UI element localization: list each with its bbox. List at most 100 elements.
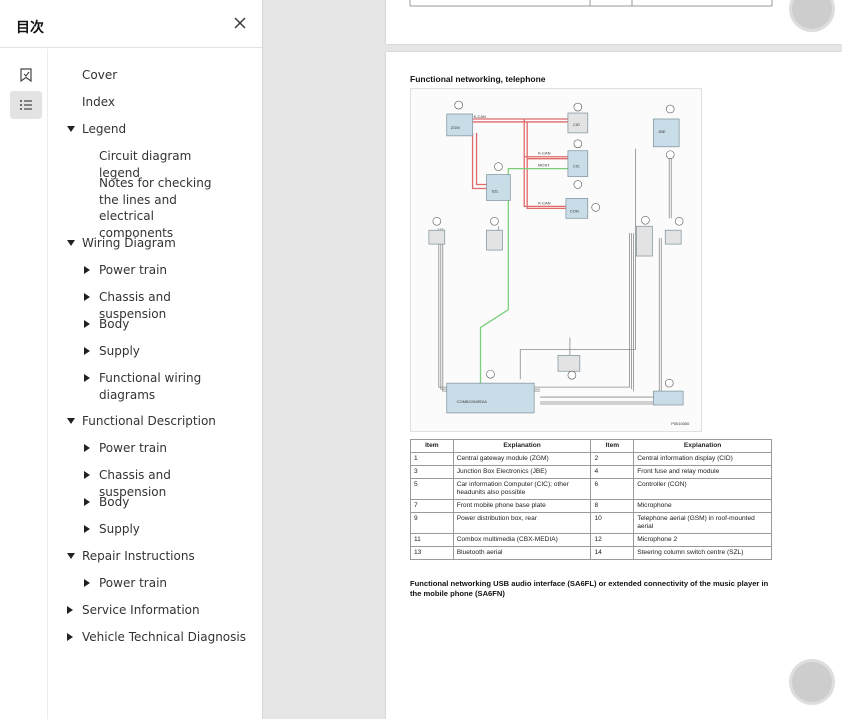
caret-down-icon[interactable] <box>67 240 75 246</box>
current-page: Functional networking, telephone <box>386 52 842 719</box>
toc-item[interactable]: Chassis and suspension <box>99 468 171 499</box>
toc-item[interactable]: Body <box>99 495 130 509</box>
toc-item[interactable]: Power train <box>99 263 168 277</box>
power-lines <box>438 148 672 405</box>
caret-right-icon[interactable] <box>84 347 90 355</box>
toc-item[interactable]: Cover <box>82 68 118 82</box>
toc-item[interactable]: Legend <box>82 122 127 136</box>
item-explanation-cell: Junction Box Electronics (JBE) <box>452 465 592 479</box>
bookmark-tab[interactable] <box>10 61 42 89</box>
modules <box>428 112 684 414</box>
bookmark-icon <box>20 68 32 83</box>
item-number-cell: 3 <box>410 465 454 479</box>
toc-item[interactable]: Functional wiring diagrams <box>99 371 202 402</box>
close-icon[interactable] <box>232 15 248 31</box>
item-explanation-cell: Microphone 2 <box>633 533 772 547</box>
item-number-cell: 8 <box>590 499 635 513</box>
item-explanation-cell: Combox multimedia (CBX-MEDIA) <box>452 533 592 547</box>
diagram-ref: P0010000 <box>671 421 690 426</box>
sidebar-rail <box>0 49 48 719</box>
header-explanation-2: Explanation <box>633 439 772 453</box>
toc-item[interactable]: Functional Description <box>82 414 216 428</box>
toc-item[interactable]: Service Information <box>82 603 200 617</box>
previous-table-bottom <box>409 0 773 7</box>
k-can-label-2: K-CAN <box>538 151 550 156</box>
list-icon <box>20 100 32 110</box>
zgm-label: ZGM <box>451 125 460 130</box>
toc-item[interactable]: Index <box>82 95 116 109</box>
caret-right-icon[interactable] <box>84 579 90 587</box>
header-item-2: Item <box>590 439 635 453</box>
jbe-label: JBE <box>658 129 666 134</box>
toc-item[interactable]: Vehicle Technical Diagnosis <box>82 630 246 644</box>
caret-right-icon[interactable] <box>84 266 90 274</box>
k-can-label: K-CAN <box>474 114 486 119</box>
item-number-cell: 1 <box>410 452 454 466</box>
item-explanation-cell: Central information display (CID) <box>633 452 772 466</box>
toc-item[interactable]: Power train <box>99 576 168 590</box>
header-explanation-1: Explanation <box>452 439 592 453</box>
item-number-cell: 6 <box>590 478 635 500</box>
item-explanation-cell: Microphone <box>633 499 772 513</box>
combox-label: COMBOXMEDIA <box>457 399 488 404</box>
toc-item[interactable]: Repair Instructions <box>82 549 195 563</box>
caret-right-icon[interactable] <box>84 471 90 479</box>
toc-item[interactable]: Wiring Diagram <box>82 236 176 250</box>
header-item-1: Item <box>410 439 454 453</box>
caret-down-icon[interactable] <box>67 126 75 132</box>
caret-down-icon[interactable] <box>67 418 75 424</box>
item-explanation-cell: Front fuse and relay module <box>633 465 772 479</box>
caret-right-icon[interactable] <box>84 444 90 452</box>
caret-right-icon[interactable] <box>84 498 90 506</box>
toc-item[interactable]: Supply <box>99 522 140 536</box>
item-explanation-cell: Car information Computer (CIC); other he… <box>452 478 592 500</box>
toc-item[interactable]: Supply <box>99 344 140 358</box>
toc-tab[interactable] <box>10 91 42 119</box>
item-number-cell: 7 <box>410 499 454 513</box>
toc-item[interactable]: Power train <box>99 441 168 455</box>
item-explanation-cell: Bluetooth aerial <box>452 546 592 560</box>
item-explanation-cell: Front mobile phone base plate <box>452 499 592 513</box>
cic-label: CIC <box>573 164 580 169</box>
caret-right-icon[interactable] <box>84 320 90 328</box>
toc-item[interactable]: Notes for checking the lines and electri… <box>99 176 212 240</box>
caret-right-icon[interactable] <box>67 606 73 614</box>
toc-item[interactable]: Body <box>99 317 130 331</box>
item-explanation-cell: Telephone aerial (GSM) in roof-mounted a… <box>633 512 772 534</box>
caret-right-icon[interactable] <box>84 293 90 301</box>
cid-label: CID <box>573 122 580 127</box>
most-label: MOST <box>538 163 550 168</box>
caret-right-icon[interactable] <box>84 374 90 382</box>
item-explanation-cell: Power distribution box, rear <box>452 512 592 534</box>
floating-action-button-bottom[interactable] <box>789 659 835 705</box>
sidebar-title: 目次 <box>16 20 44 36</box>
toc-item[interactable]: Chassis and suspension <box>99 290 171 321</box>
item-explanation-cell: Controller (CON) <box>633 478 772 500</box>
most-wire <box>479 167 575 388</box>
caret-right-icon[interactable] <box>84 525 90 533</box>
item-number-cell: 2 <box>590 452 635 466</box>
document-viewer[interactable]: Functional networking, telephone <box>264 0 842 719</box>
table-header-row: Item Explanation Item Explanation <box>410 439 772 453</box>
sidebar-header: 目次 <box>0 0 262 48</box>
item-callouts <box>432 100 684 388</box>
item-number-cell: 5 <box>410 478 454 500</box>
item-number-cell: 9 <box>410 512 454 534</box>
k-can-label-3: K-CAN <box>538 200 550 205</box>
item-explanation-cell: Central gateway module (ZGM) <box>452 452 592 466</box>
con-label: CON <box>570 208 579 213</box>
item-number-cell: 12 <box>590 533 635 547</box>
toc-item[interactable]: Circuit diagram legend <box>99 149 192 180</box>
caret-down-icon[interactable] <box>67 553 75 559</box>
item-number-cell: 10 <box>590 512 635 534</box>
caret-right-icon[interactable] <box>67 633 73 641</box>
